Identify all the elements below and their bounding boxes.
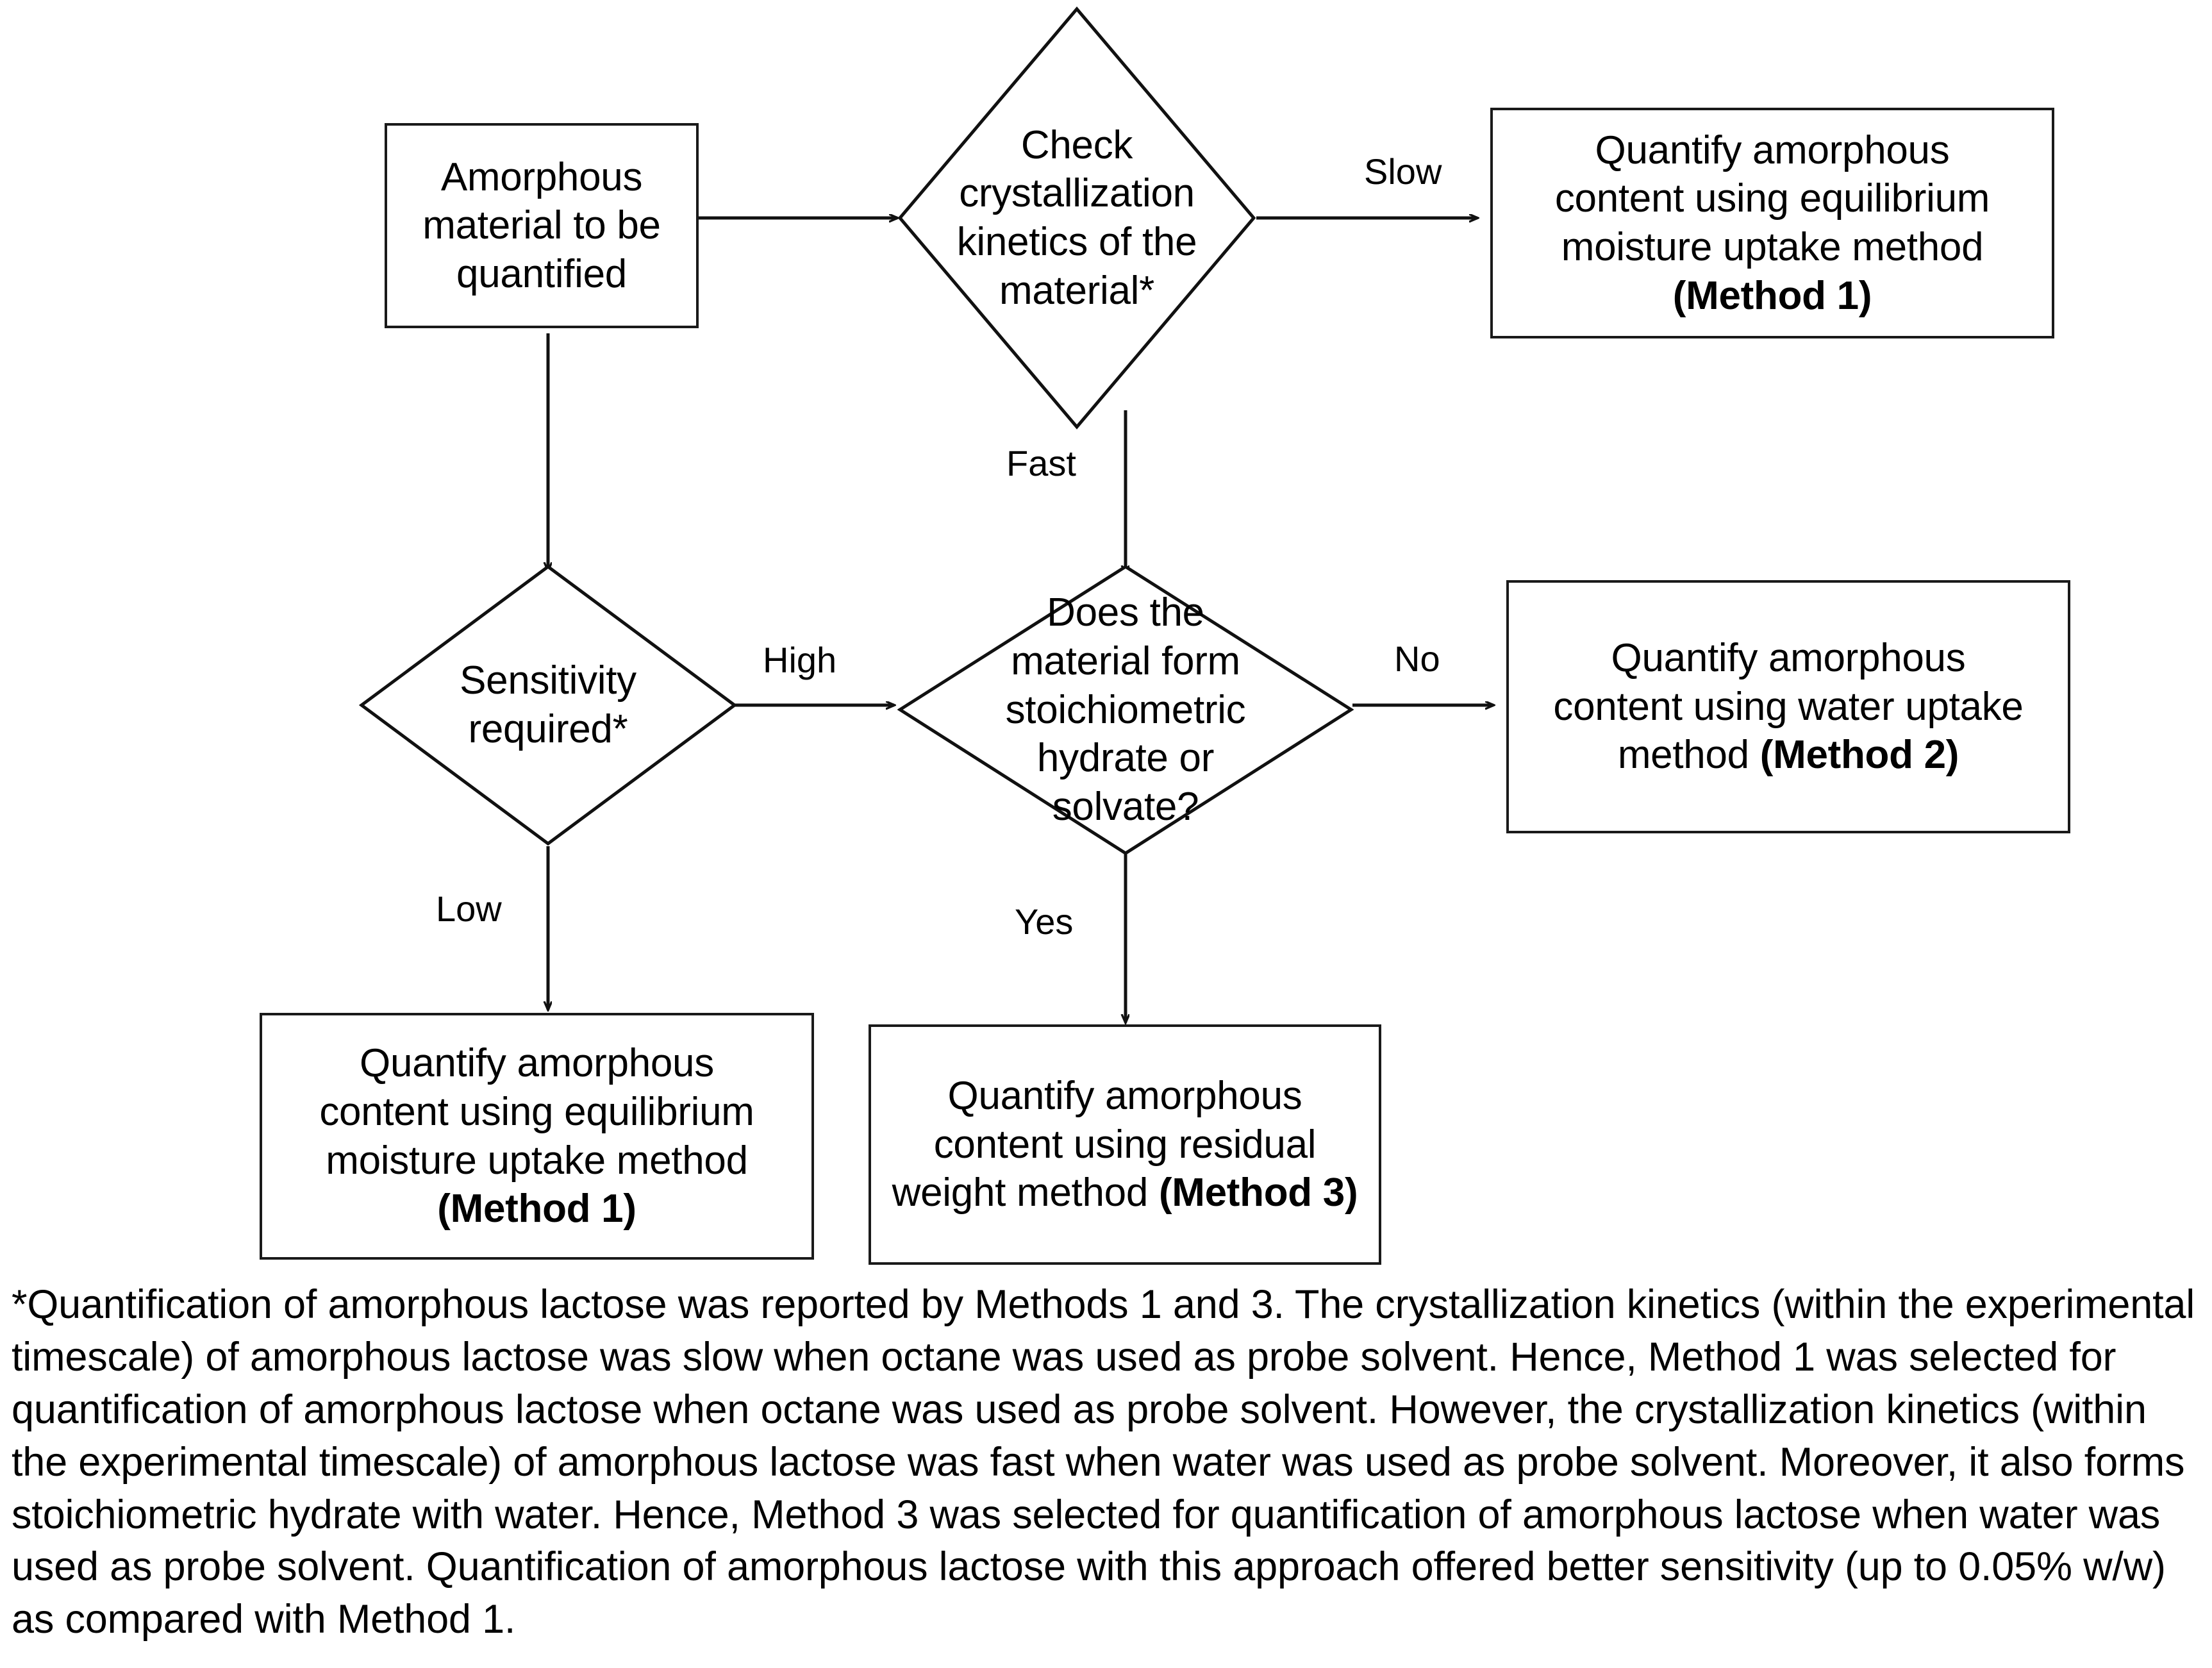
- node-method-3: Quantify amorphous content using residua…: [869, 1024, 1381, 1265]
- edge-label-high: High: [763, 640, 837, 680]
- edge-label-fast: Fast: [1006, 443, 1076, 483]
- method-3-badge: (Method 3): [1158, 1171, 1358, 1215]
- node-method-1-bottom-label: Quantify amorphous content using equilib…: [319, 1039, 754, 1233]
- edge-label-slow: Slow: [1364, 151, 1442, 192]
- method-2-line3: method (Method 2): [1617, 733, 1959, 778]
- footnote-text: *Quantification of amorphous lactose was…: [12, 1282, 2195, 1642]
- node-method-2-label: Quantify amorphous content using water u…: [1553, 634, 2024, 780]
- diamond-shape-hydrate: [897, 565, 1354, 855]
- node-method-2: Quantify amorphous content using water u…: [1506, 580, 2070, 833]
- diamond-shape-sensitivity: [359, 564, 737, 846]
- edge-label-no: No: [1394, 638, 1440, 679]
- node-stoichiometric-hydrate: Does the material form stoichiometric hy…: [897, 564, 1354, 856]
- node-method-1-bottom: Quantify amorphous content using equilib…: [260, 1013, 814, 1260]
- diamond-shape-kinetics: [897, 6, 1256, 430]
- method-2-badge: (Method 2): [1759, 733, 1959, 778]
- node-method-3-label: Quantify amorphous content using residua…: [892, 1072, 1358, 1217]
- node-method-1-top-label: Quantify amorphous content using equilib…: [1555, 126, 1990, 321]
- edge-label-low: Low: [436, 888, 502, 929]
- node-amorphous-material-label: Amorphous material to be quantified: [422, 154, 661, 296]
- node-sensitivity-required: Sensitivity required*: [359, 564, 737, 846]
- node-check-crystallization-kinetics: Check crystallization kinetics of the ma…: [897, 6, 1256, 430]
- edge-label-yes: Yes: [1015, 901, 1074, 942]
- method-3-line3: weight method (Method 3): [892, 1171, 1358, 1215]
- flowchart-canvas: Amorphous material to be quantified Chec…: [260, 6, 2070, 1265]
- method-1-bottom-badge: (Method 1): [437, 1187, 636, 1231]
- method-1-top-badge: (Method 1): [1672, 273, 1872, 318]
- node-amorphous-material: Amorphous material to be quantified: [385, 123, 699, 328]
- node-method-1-top: Quantify amorphous content using equilib…: [1490, 108, 2054, 338]
